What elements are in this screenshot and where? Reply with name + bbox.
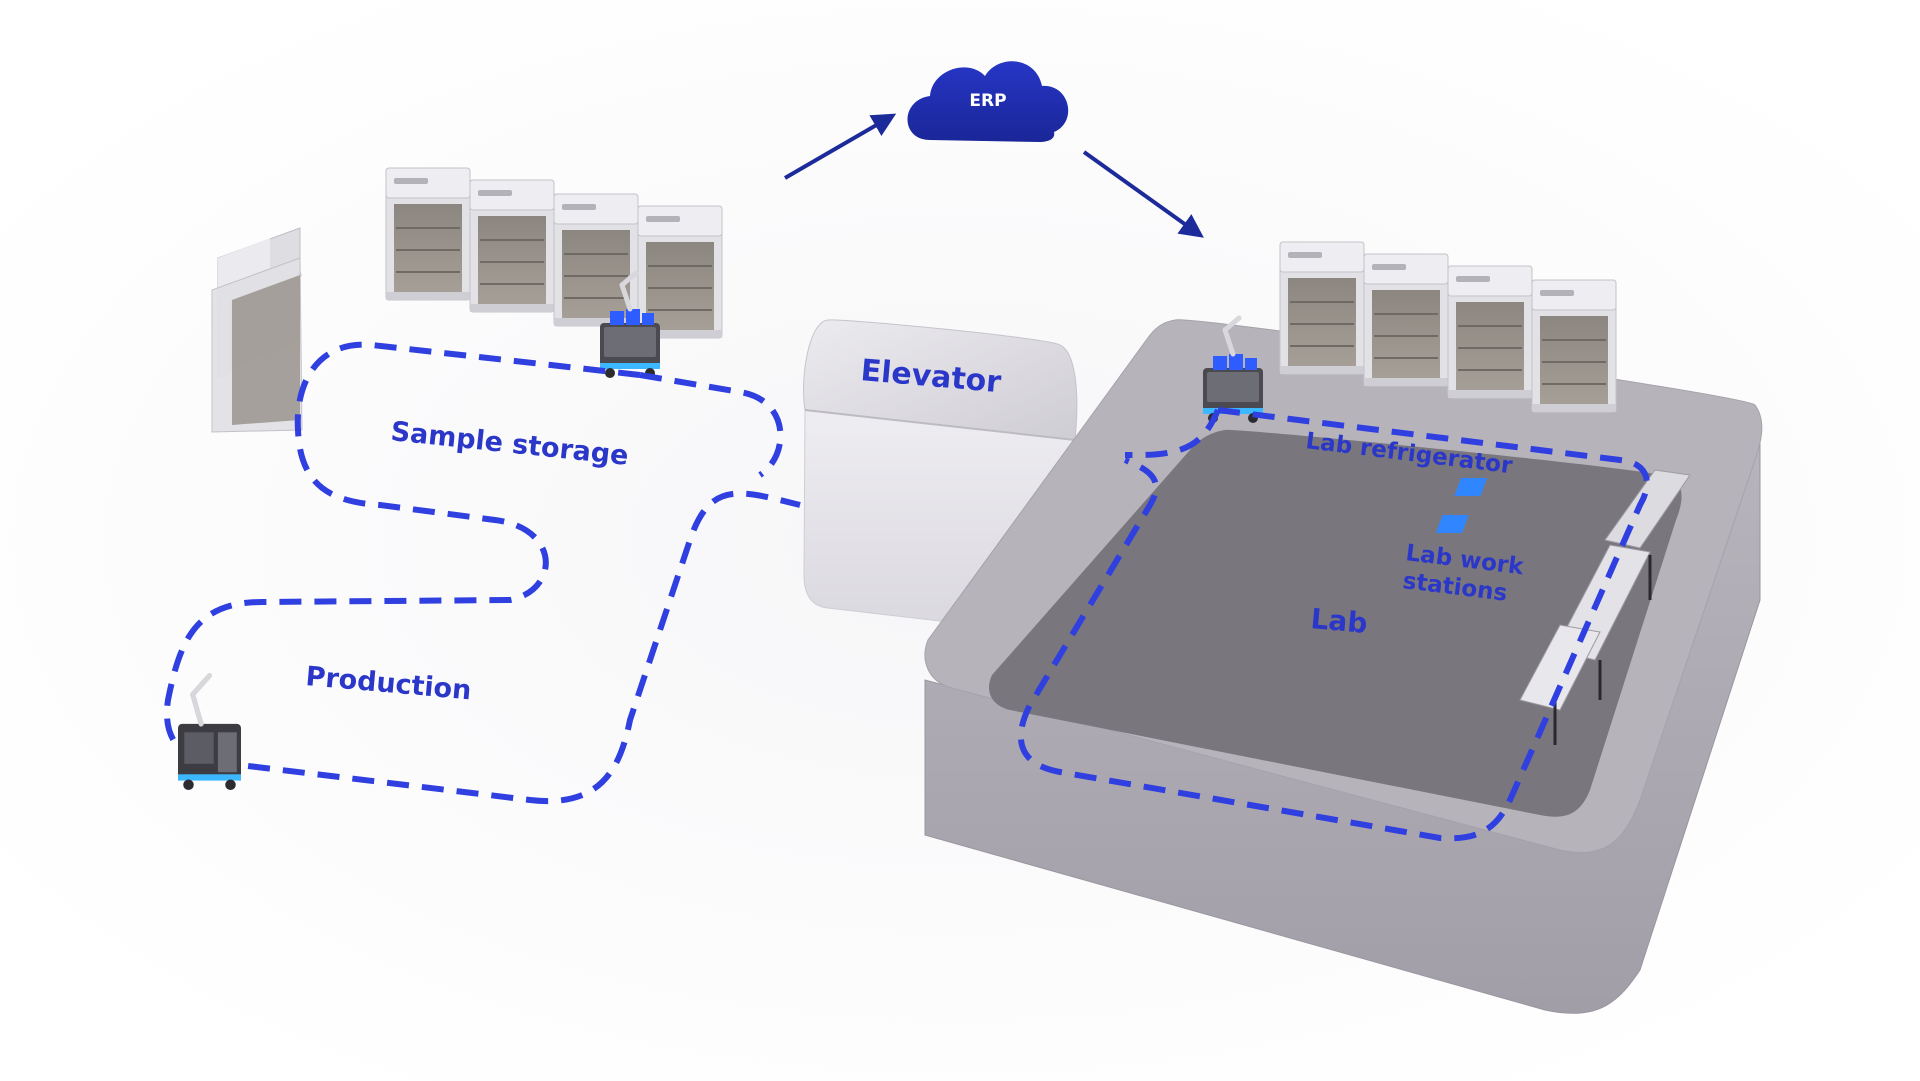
erp-cloud-group: ERP [783, 61, 1204, 238]
arrow-to-erp [783, 113, 897, 180]
lab-label: Lab [1309, 602, 1368, 640]
route-left [163, 341, 801, 805]
cloud-icon [907, 61, 1069, 142]
storage-cabinet-icon [1447, 265, 1533, 399]
storage-cabinet-icon [1279, 241, 1365, 375]
route-lab [1017, 407, 1650, 842]
lab-platform [924, 319, 1763, 1014]
storage-cabinet-icon [553, 193, 639, 327]
erp-label: ERP [969, 91, 1006, 111]
storage-cabinet-icon [469, 179, 555, 313]
storage-cabinet-icon [385, 167, 471, 301]
lab-floor [989, 429, 1682, 817]
storage-cabinet-icon [1363, 253, 1449, 387]
lab-workstation-icon [1436, 469, 1691, 745]
storage-cabinet-side-left [211, 227, 303, 433]
arrow-from-erp [1082, 150, 1204, 238]
storage-cabinet-icon [1531, 279, 1617, 413]
mobile-robot-icon [178, 672, 241, 791]
